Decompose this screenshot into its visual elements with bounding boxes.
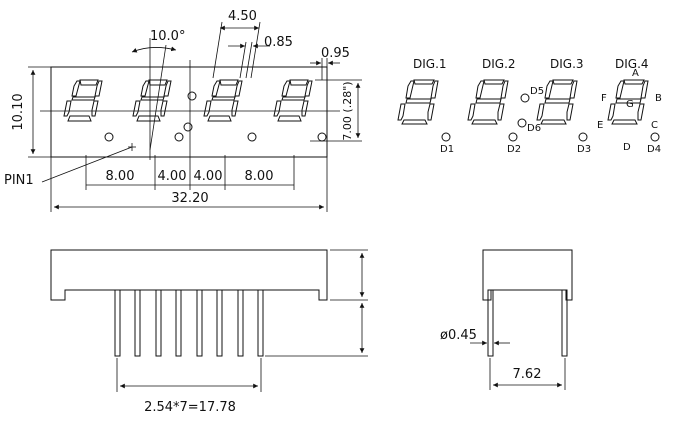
front-dp-4 (317, 132, 327, 142)
circuit-dp-4 (650, 132, 660, 142)
digit-pitch: 4.50 (228, 9, 257, 24)
segment-letter-a: A (632, 68, 639, 79)
dig-1-label: DIG.1 (413, 57, 447, 71)
front-dp-1 (104, 132, 114, 142)
slant-angle: 10.0° (150, 29, 185, 44)
front-view: 10.10 32.20 8.00 4.00 4.00 8.00 PIN1 10.… (4, 9, 362, 212)
segment-letter-c: C (651, 120, 658, 131)
front-colon-bottom (183, 122, 193, 132)
segment-letter-d: D (623, 142, 631, 153)
front-digit-1 (63, 79, 103, 122)
front-colon-top (187, 91, 197, 101)
dp-offset: 0.95 (321, 46, 350, 61)
front-digit-4 (273, 79, 313, 122)
circuit-digit-2 (467, 79, 509, 125)
segment-width: 0.85 (264, 35, 293, 50)
segment-letter-f: F (601, 93, 607, 104)
dp-label-3: D3 (577, 144, 591, 155)
front-dp-2 (174, 132, 184, 142)
end-view: ø0.45 7.62 (440, 249, 573, 390)
side-body-outline (50, 249, 328, 301)
dig-2-label: DIG.2 (482, 57, 516, 71)
circuit-colon-top (520, 93, 530, 103)
end-pin-left (487, 289, 494, 357)
dp-label-2: D2 (507, 144, 521, 155)
display-body-outline (50, 66, 328, 158)
circuit-dp-2 (508, 132, 518, 142)
end-pin-right (561, 289, 568, 357)
pin-pitch-dimension: 2.54*7=17.78 (144, 400, 236, 415)
circuit-digit-1 (397, 79, 439, 125)
front-digit-3 (203, 79, 243, 122)
dig-4-label: DIG.4 (615, 57, 649, 71)
segment-letter-g: G (626, 99, 634, 110)
dig-3-label: DIG.3 (550, 57, 584, 71)
dp-label-1: D1 (440, 144, 454, 155)
segment-diagram: DIG.1 DIG.2 DIG.3 DIG.4 D1 D2 D3 D4 D5 D… (397, 57, 662, 155)
pin1-label: PIN1 (4, 173, 34, 188)
width-dimension: 32.20 (171, 191, 208, 206)
pin1-leader (41, 146, 133, 183)
height-dimension: 10.10 (11, 93, 26, 130)
side-view: 2.54*7=17.78 (50, 249, 368, 415)
front-digit-2 (132, 79, 172, 122)
side-pins (114, 289, 264, 357)
dp-label-4: D4 (647, 144, 661, 155)
spacing-mid-1: 4.00 (158, 169, 187, 184)
colon-label-d5: D5 (530, 86, 544, 97)
spacing-right: 8.00 (245, 169, 274, 184)
circuit-dp-3 (578, 132, 588, 142)
colon-label-d6: D6 (527, 123, 541, 134)
segment-letter-b: B (655, 93, 662, 104)
segment-letter-e: E (597, 120, 603, 131)
circuit-dp-1 (441, 132, 451, 142)
spacing-mid-2: 4.00 (194, 169, 223, 184)
pin-diameter: ø0.45 (440, 328, 477, 343)
end-body-outline (482, 249, 573, 301)
front-dp-3 (247, 132, 257, 142)
row-spacing: 7.62 (513, 367, 542, 382)
digit-height: 7.00 (.28") (341, 81, 354, 140)
spacing-left: 8.00 (106, 169, 135, 184)
circuit-colon-bottom (517, 118, 527, 128)
